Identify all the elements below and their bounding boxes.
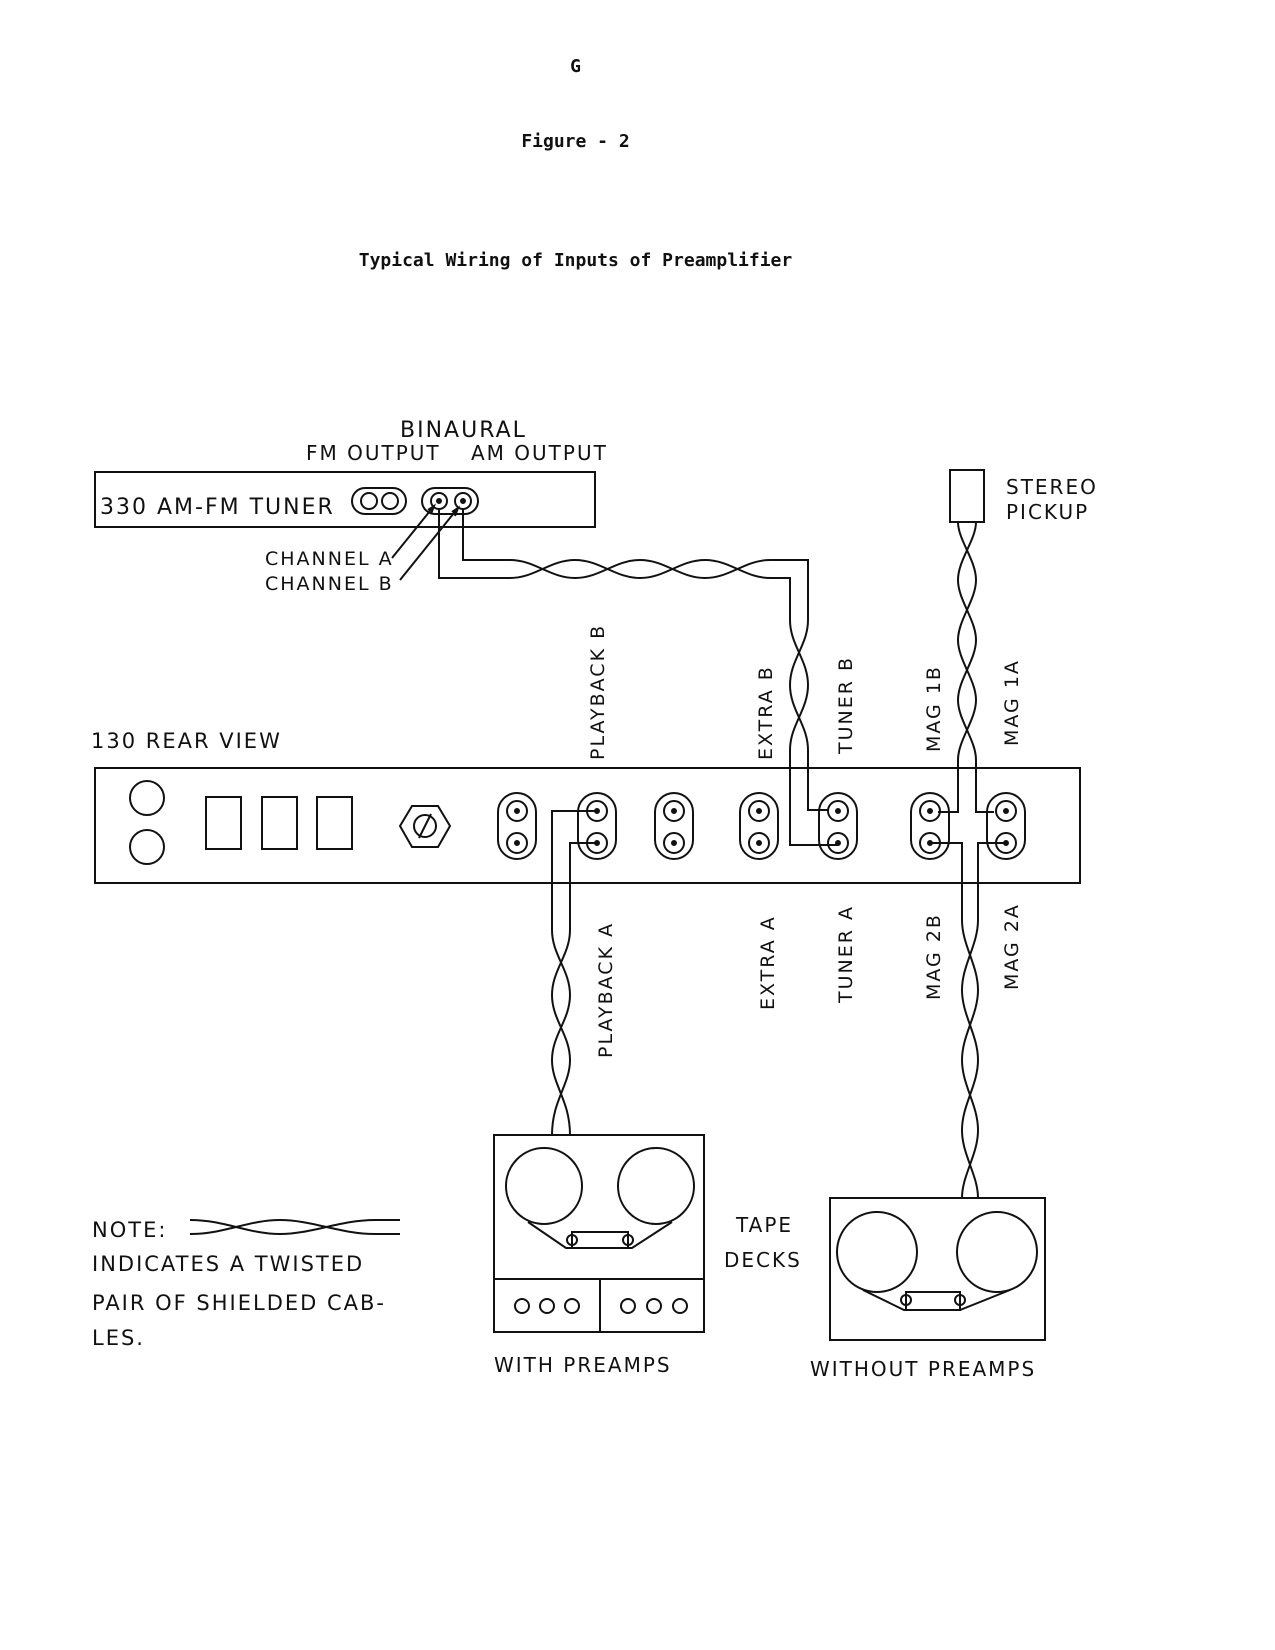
am-output-jack	[421, 487, 479, 515]
tuner-label: 330 AM-FM TUNER	[100, 495, 335, 520]
label-tuner-a: TUNER A	[835, 905, 857, 1004]
twisted-pair-tuner-down-2	[789, 619, 838, 846]
pickup-label: PICKUP	[1006, 500, 1089, 524]
label-playback-a: PLAYBACK A	[595, 922, 617, 1058]
preamp-rear-panel	[94, 767, 1081, 884]
tape-label: TAPE	[735, 1213, 793, 1237]
label-mag-1b: MAG 1B	[923, 665, 945, 752]
note-line-3: LES.	[92, 1326, 145, 1350]
tuner-box	[94, 471, 596, 528]
panel-knob-2	[129, 829, 165, 865]
twisted-pair-tuner-down-1	[788, 619, 828, 811]
mag2b-wire	[930, 842, 963, 920]
reel-left	[836, 1211, 918, 1293]
label-mag-1a: MAG 1A	[1001, 659, 1023, 746]
mag2a-wire	[977, 842, 1006, 920]
reel-right	[956, 1211, 1038, 1293]
twisted-pair-playback-2	[550, 929, 572, 1136]
twisted-pair-symbol	[189, 1218, 400, 1236]
wire-channel-b	[462, 509, 510, 561]
jack-pair-mag-b	[910, 792, 950, 860]
label-extra-a: EXTRA A	[757, 915, 779, 1010]
playback-wire-a	[569, 842, 597, 930]
label-mag-2a: MAG 2A	[1001, 903, 1023, 990]
channel-b-label: CHANNEL B	[265, 573, 394, 595]
jack-pair-extra	[739, 792, 779, 860]
jack-pair-tuner	[818, 792, 858, 860]
with-preamps-label: WITH PREAMPS	[494, 1353, 672, 1377]
label-extra-b: EXTRA B	[755, 665, 777, 760]
preamp-label: 130 REAR VIEW	[91, 729, 282, 753]
stereo-pickup-cartridge	[949, 469, 985, 523]
channel-a-label: CHANNEL A	[265, 548, 394, 570]
tape-deck-without-preamps	[829, 1197, 1046, 1341]
pickup-wire-2	[956, 521, 994, 813]
panel-outlet-3	[316, 796, 353, 850]
reel-left	[505, 1147, 583, 1225]
tape-deck-with-preamps	[493, 1134, 705, 1333]
stereo-label: STEREO	[1006, 475, 1098, 499]
figure-title: Typical Wiring of Inputs of Preamplifier	[358, 250, 793, 271]
panel-outlet-2	[261, 796, 298, 850]
fuse-holder	[398, 805, 452, 848]
page-letter: G	[570, 56, 581, 77]
fm-output-jack	[351, 487, 407, 515]
playback-wire-b	[551, 810, 597, 930]
twisted-pair-tuner-upper	[509, 558, 809, 620]
jack-pair-playback-c	[497, 792, 537, 860]
panel-outlet-1	[205, 796, 242, 850]
channel-a-leader	[391, 505, 435, 559]
jack-pair-playback	[577, 792, 617, 860]
label-mag-2b: MAG 2B	[923, 913, 945, 1000]
decks-label: DECKS	[724, 1248, 802, 1272]
channel-b-leader	[399, 507, 459, 581]
figure-number: Figure - 2	[521, 131, 630, 152]
jack-pair-mag-a	[986, 792, 1026, 860]
panel-knob-1	[129, 780, 165, 816]
note-title: NOTE:	[92, 1218, 167, 1242]
fm-output-label: FM OUTPUT	[306, 441, 441, 465]
am-output-label: AM OUTPUT	[471, 441, 608, 465]
twisted-pair-tuner-lower	[509, 558, 791, 620]
twisted-pair-mag2-1	[960, 919, 980, 1199]
jack-pair-unlabeled	[654, 792, 694, 860]
twisted-pair-mag2-2	[960, 919, 980, 1199]
label-playback-b: PLAYBACK B	[587, 624, 609, 760]
note-line-2: PAIR OF SHIELDED CAB-	[92, 1291, 386, 1315]
label-tuner-b: TUNER B	[835, 656, 857, 755]
reel-right	[617, 1147, 695, 1225]
fm-jack-right	[381, 492, 399, 510]
fm-jack-left	[360, 492, 378, 510]
without-preamps-label: WITHOUT PREAMPS	[810, 1357, 1036, 1381]
note-line-1: INDICATES A TWISTED	[92, 1252, 364, 1276]
binaural-label: BINAURAL	[400, 418, 527, 443]
wire-channel-a	[438, 509, 510, 579]
